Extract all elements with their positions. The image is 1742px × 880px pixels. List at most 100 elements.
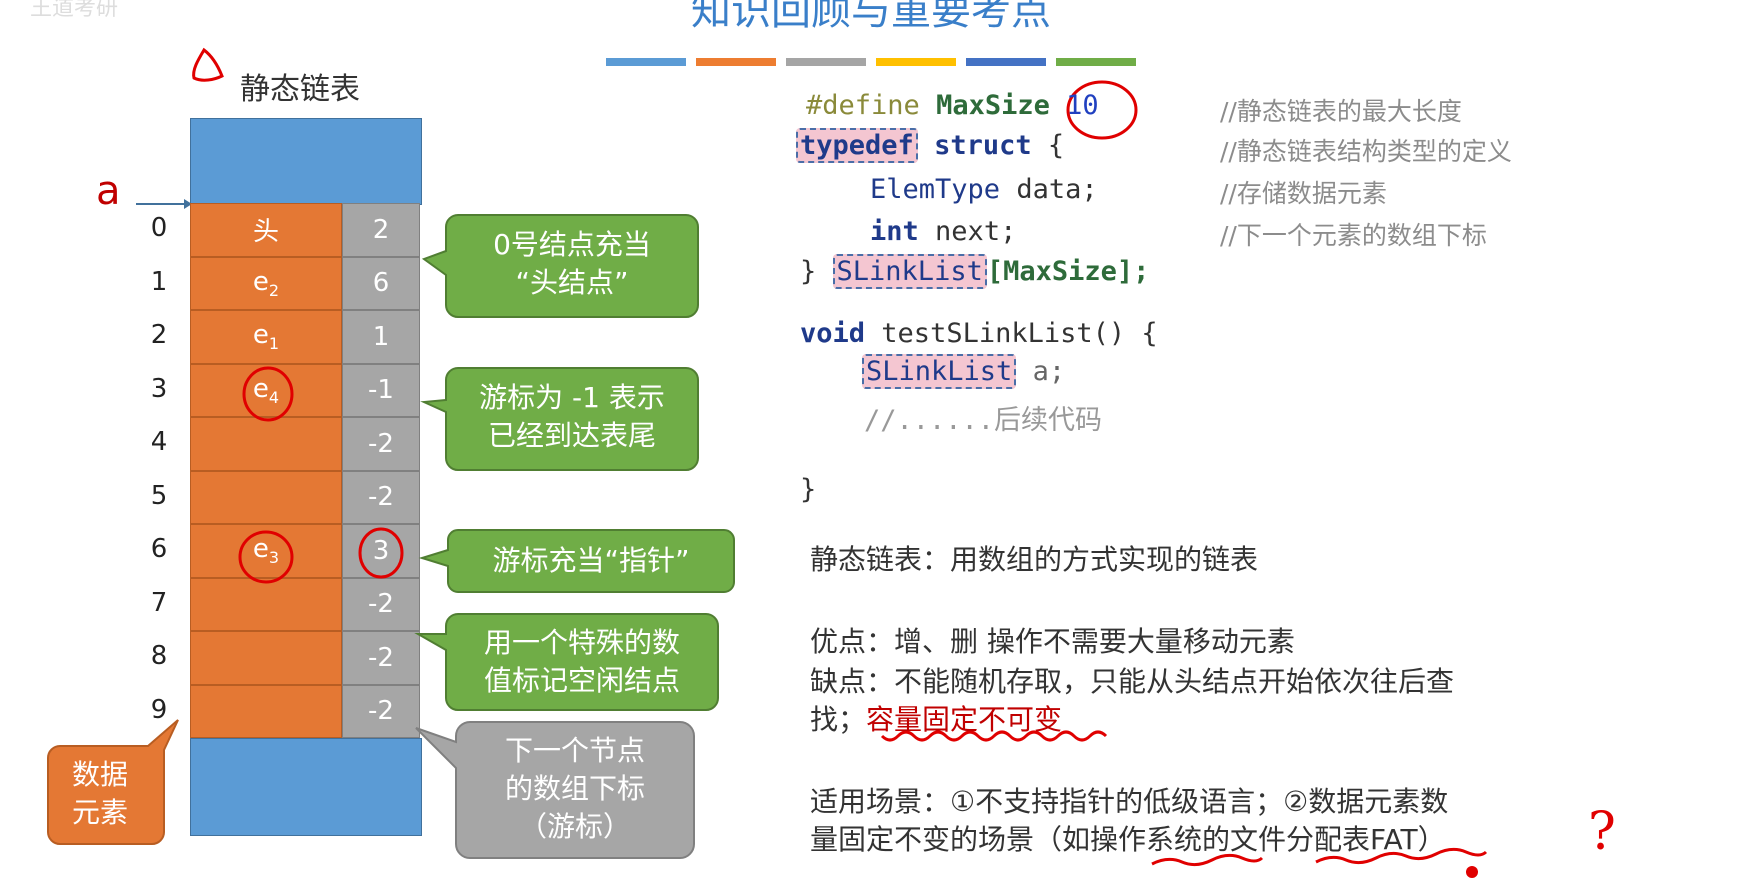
title-color-bar (966, 58, 1046, 66)
array-bottom-block (190, 738, 422, 836)
code-line-define: #define MaxSize 10 (806, 90, 1099, 121)
code-rest: [MaxSize]; (986, 256, 1150, 287)
callout-head-node: 0号结点充当 “头结点” (446, 226, 698, 302)
next-cell: -2 (342, 470, 420, 524)
note-cons-2: 找；容量固定不可变 (810, 698, 1062, 738)
data-subscript: 2 (268, 280, 280, 300)
code-keyword: void (800, 318, 866, 349)
code-line-func: void testSLinkList() { (800, 318, 1158, 349)
next-cell: 1 (342, 310, 420, 364)
callout-line: 的数组下标 (504, 772, 645, 805)
array-index: 3 (150, 373, 168, 404)
data-value: e3 (252, 534, 280, 568)
note-cons-1: 缺点：不能随机存取，只能从头结点开始依次往后查 (810, 665, 1455, 698)
array-index: 9 (150, 694, 168, 725)
data-subscript: 1 (268, 334, 280, 354)
code-keyword-typedef: typedef (796, 128, 918, 163)
callout-line: 元素 (71, 796, 128, 829)
code-type: ElemType (870, 174, 1001, 205)
data-cell (190, 577, 342, 631)
section-title: 静态链表 (240, 72, 360, 107)
callout-pointer: 游标充当“指针” (448, 542, 734, 580)
data-cell: 头 (190, 203, 342, 257)
callout-line: 游标充当“指针” (492, 544, 690, 577)
code-brace: } (800, 256, 817, 287)
callout-line: 数据 (71, 758, 128, 791)
array-index: 1 (150, 266, 168, 297)
data-cell: e1 (190, 310, 342, 364)
code-line-data: ElemType data; (870, 174, 1098, 205)
array-index: 0 (150, 213, 168, 243)
data-cell (190, 417, 342, 471)
code-rest: testSLinkList() { (881, 318, 1158, 349)
note-usage-1: 适用场景：①不支持指针的低级语言；②数据元素数 (810, 785, 1449, 818)
title-color-bar (786, 58, 866, 66)
callout-free: 用一个特殊的数 值标记空闲结点 (446, 624, 718, 700)
data-subscript: 3 (268, 548, 280, 568)
triangle-annotation-icon (192, 47, 224, 82)
data-value: e1 (252, 320, 280, 354)
code-line-decl: SLinkList a; (862, 354, 1066, 389)
callout-line: 值标记空闲结点 (483, 664, 680, 697)
data-value: e2 (252, 266, 280, 300)
array-index: 4 (150, 427, 168, 457)
code-keyword: struct (934, 130, 1032, 161)
code-identifier: MaxSize (936, 90, 1050, 121)
next-cell: -2 (342, 417, 420, 471)
callout-tail: 游标为 -1 表示 已经到达表尾 (446, 379, 698, 455)
data-subscript: 4 (268, 387, 280, 407)
code-type-slinklist: SLinkList (862, 354, 1017, 389)
question-mark: ? (1588, 802, 1616, 862)
title-color-bar (1056, 58, 1136, 66)
code-comment: //静态链表结构类型的定义 (1220, 137, 1512, 166)
callout-line: 下一个节点 (504, 734, 645, 767)
data-value: 头 (252, 217, 279, 248)
code-field: next; (935, 216, 1017, 247)
next-cell: -2 (342, 631, 420, 685)
array-index: 5 (150, 480, 168, 511)
array-index: 6 (150, 534, 168, 564)
next-cell: -1 (342, 363, 420, 417)
next-cell: 2 (342, 203, 420, 257)
code-line-comment: //......后续代码 (864, 405, 1103, 436)
title-color-bar (606, 58, 686, 66)
array-index: 8 (150, 641, 168, 671)
note-text: 找； (810, 703, 867, 736)
callout-line: （游标） (518, 810, 631, 843)
code-comment: //静态链表的最大长度 (1220, 97, 1462, 126)
array-index: 2 (150, 320, 168, 350)
code-comment: //下一个元素的数组下标 (1220, 221, 1487, 250)
code-line-end: } (800, 474, 817, 505)
code-rest: a; (1032, 356, 1066, 387)
code-brace: { (1047, 130, 1065, 161)
data-cell (190, 684, 342, 738)
arrow-right-icon (136, 199, 192, 209)
callout-line: 已经到达表尾 (487, 419, 656, 452)
note-emphasis: 容量固定不可变 (866, 703, 1063, 736)
data-cell: e4 (190, 363, 342, 417)
code-number: 10 (1066, 90, 1099, 121)
next-cell: 6 (342, 256, 420, 310)
code-directive: #define (806, 90, 920, 121)
title-color-bar (876, 58, 956, 66)
code-line-next: int next; (870, 216, 1016, 247)
data-cell (190, 470, 342, 524)
callout-cursor: 下一个节点 的数组下标 （游标） (456, 732, 694, 846)
callout-line: 用一个特殊的数 (483, 626, 680, 659)
code-line-close: } SLinkList[MaxSize]; (800, 254, 1150, 289)
code-field: data; (1016, 174, 1098, 205)
title-color-bar (696, 58, 776, 66)
data-value: e4 (252, 373, 280, 407)
callout-line: “头结点” (515, 266, 629, 299)
data-cell (190, 631, 342, 685)
watermark: 王道考研 (30, 0, 119, 21)
note-pros: 优点：增、删 操作不需要大量移动元素 (810, 625, 1295, 658)
next-cell: -2 (342, 684, 420, 738)
note-definition: 静态链表：用数组的方式实现的链表 (810, 543, 1259, 576)
code-comment: //存储数据元素 (1220, 179, 1387, 208)
note-usage-2: 量固定不变的场景（如操作系统的文件分配表FAT） (810, 823, 1446, 856)
callout-line: 0号结点充当 (493, 228, 651, 261)
pointer-label-a: a (96, 168, 121, 214)
